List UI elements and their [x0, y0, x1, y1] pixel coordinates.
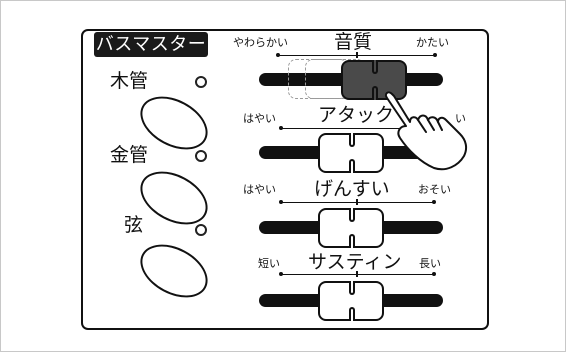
sustain-scale-center [356, 271, 358, 277]
tone-left-label: やわらかい [233, 36, 288, 49]
sustain-slider-knob[interactable] [318, 281, 384, 321]
knob-groove [349, 133, 355, 147]
panel-title: バスマスター [94, 32, 208, 57]
attack-title: アタック [318, 104, 395, 126]
instrument-label-strings: 弦 [124, 214, 144, 236]
attack-scale-end [279, 126, 283, 130]
attack-scale [281, 128, 441, 129]
attack-right-label: い [455, 112, 466, 125]
strings-lamp [195, 224, 207, 236]
sustain-scale-end [432, 272, 436, 276]
decay-scale [281, 202, 435, 203]
sustain-scale [281, 274, 435, 275]
tone-scale-end [276, 53, 280, 57]
decay-title: げんすい [314, 178, 390, 200]
knob-groove [349, 159, 355, 173]
brass-lamp [195, 150, 207, 162]
decay-scale-center [356, 199, 358, 205]
knob-groove [349, 281, 355, 295]
instrument-label-brass: 金管 [110, 144, 149, 166]
knob-groove [349, 208, 355, 222]
tone-title: 音質 [334, 31, 373, 53]
pointing-hand-icon [384, 91, 468, 171]
attack-slider-knob[interactable] [318, 133, 384, 173]
knob-groove [372, 60, 378, 74]
knob-groove [349, 307, 355, 321]
decay-left-label: はやい [243, 183, 276, 196]
sustain-scale-end [279, 272, 283, 276]
decay-slider-knob[interactable] [318, 208, 384, 248]
sustain-right-label: 長い [419, 257, 441, 270]
tone-right-label: かたい [416, 36, 449, 49]
decay-scale-end [279, 200, 283, 204]
tone-slider-knob[interactable] [341, 60, 407, 100]
sustain-left-label: 短い [258, 257, 280, 270]
knob-groove [349, 234, 355, 248]
sustain-title: サスティン [308, 251, 402, 273]
knob-groove [372, 86, 378, 100]
decay-scale-end [432, 200, 436, 204]
woodwind-lamp [195, 76, 207, 88]
tone-scale-center [356, 52, 358, 58]
decay-right-label: おそい [418, 183, 451, 196]
tone-scale-end [433, 53, 437, 57]
instrument-label-woodwind: 木管 [110, 70, 149, 92]
attack-left-label: はやい [243, 112, 276, 125]
